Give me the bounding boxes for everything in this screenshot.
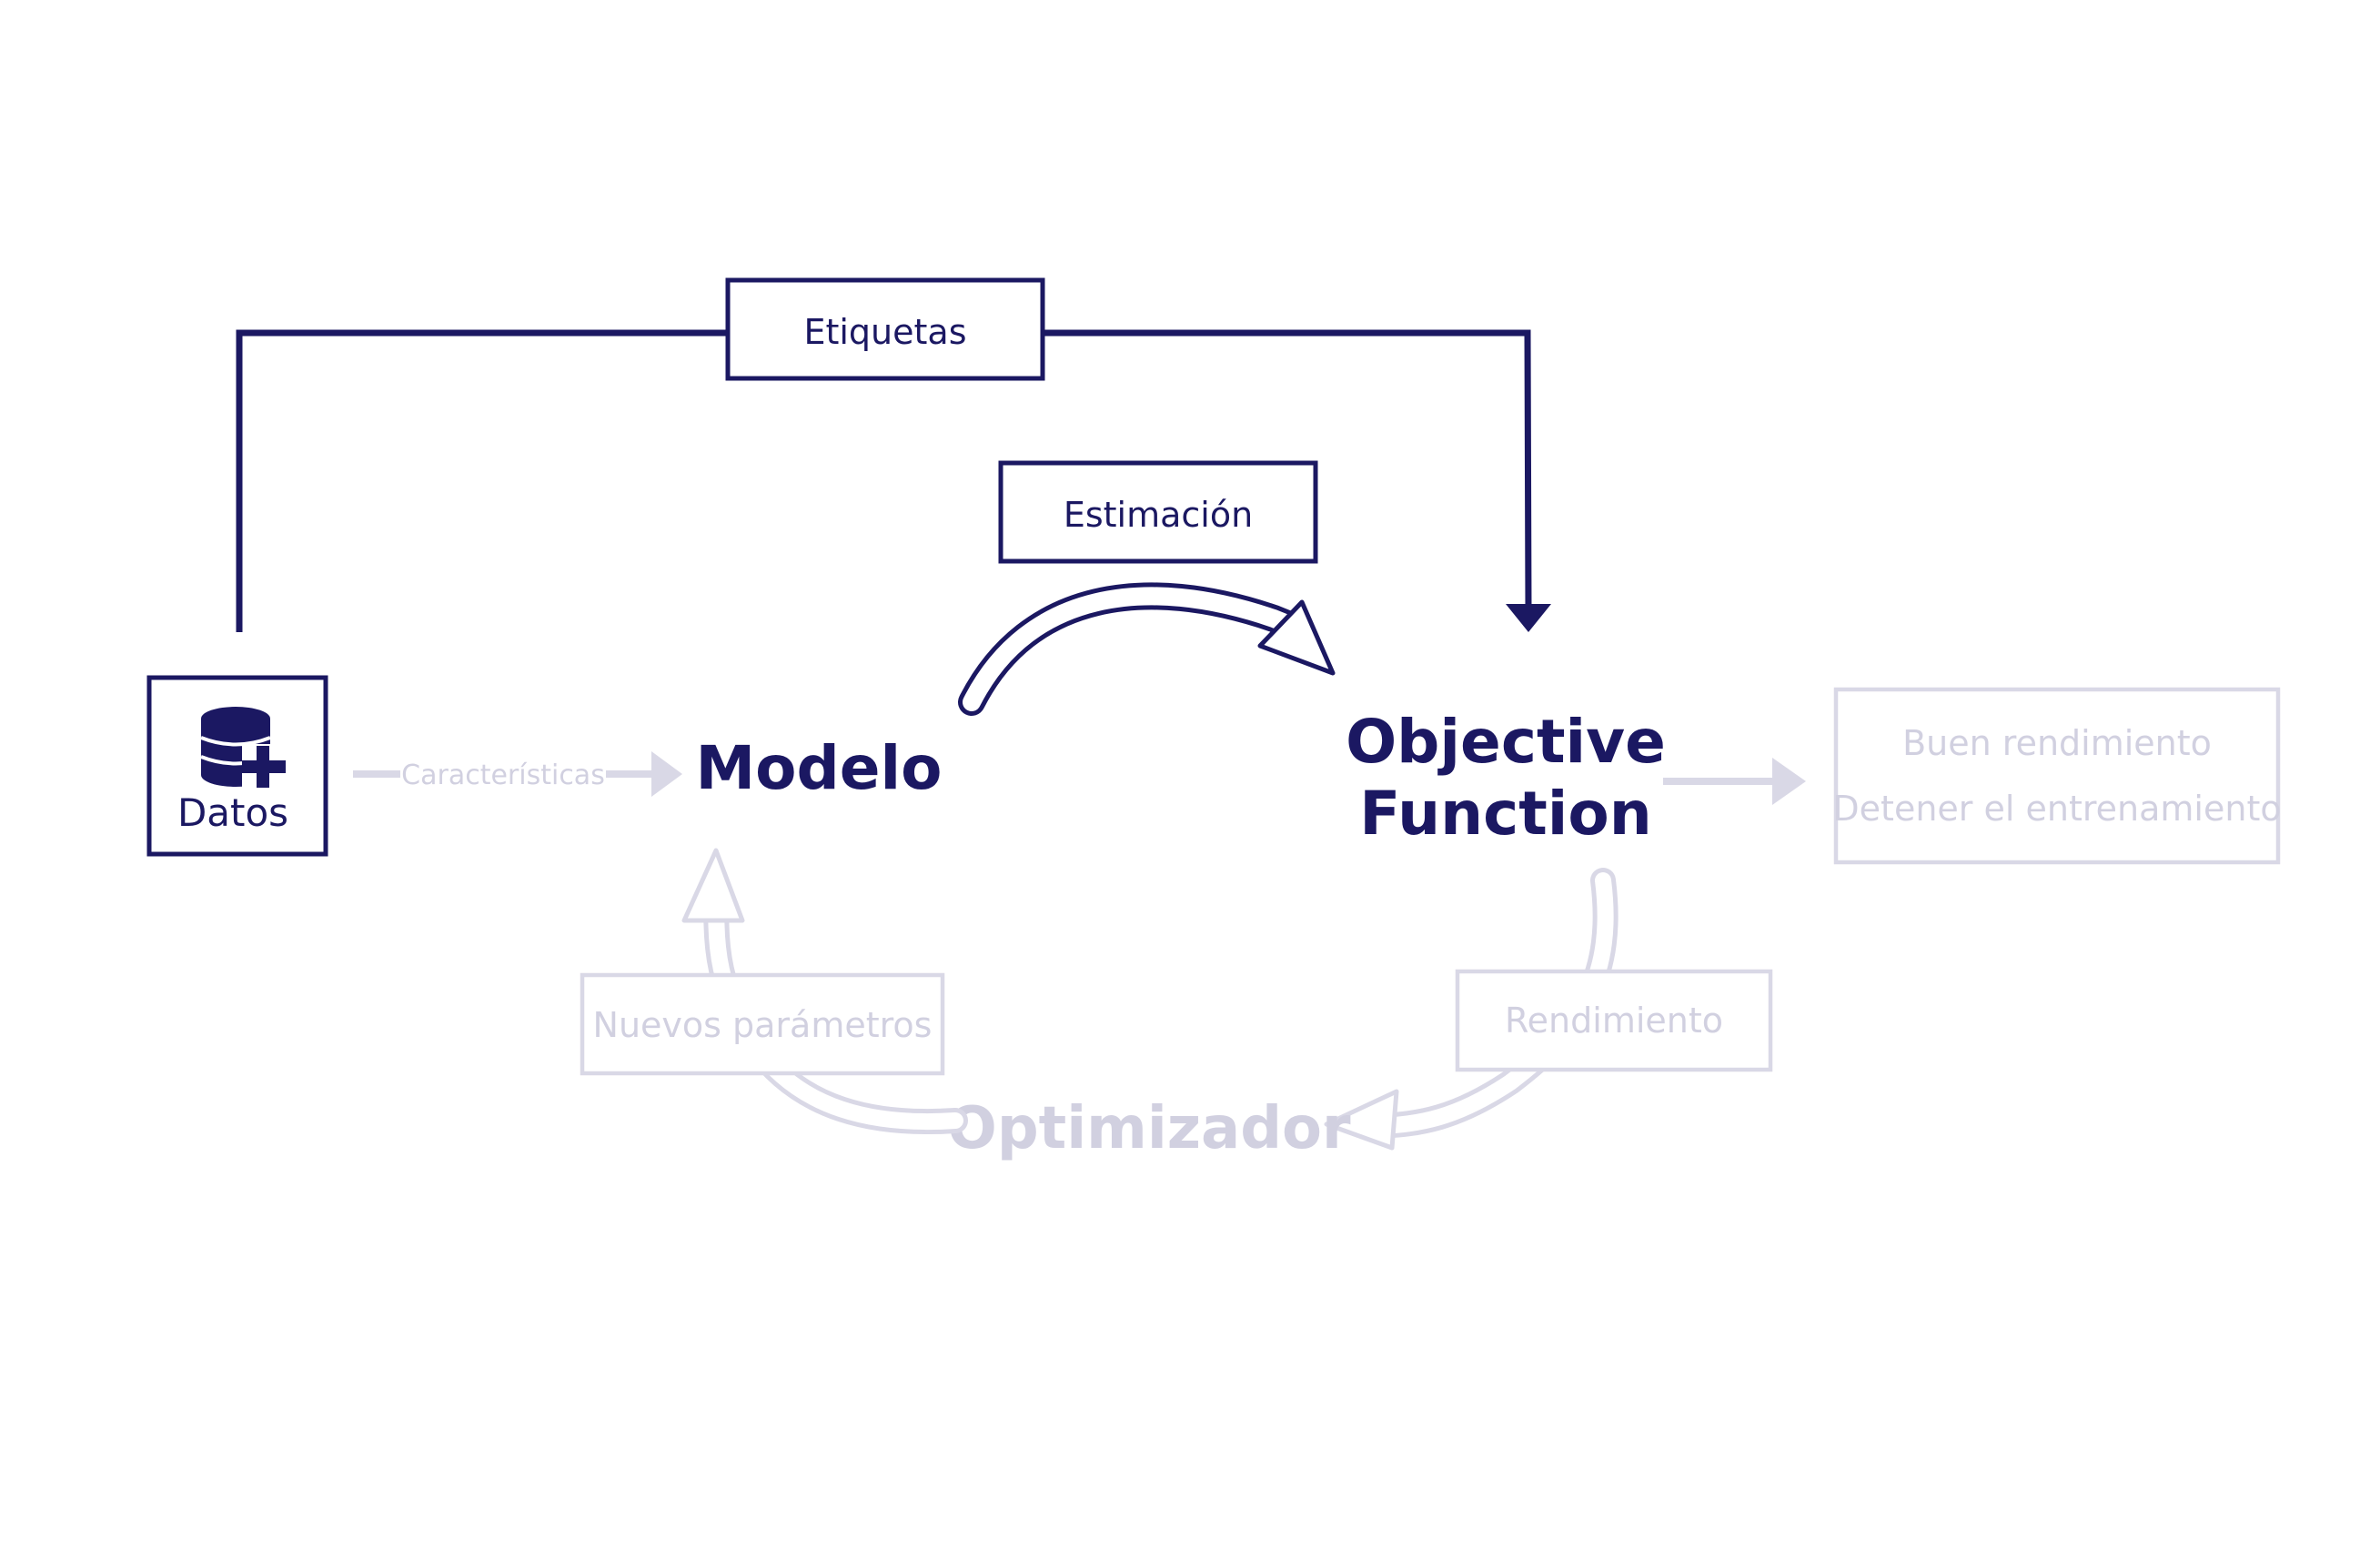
nuevos-parametros-box xyxy=(580,972,945,1076)
nuevos-parametros-label: Nuevos parámetros xyxy=(593,1005,933,1045)
rendimiento-label: Rendimiento xyxy=(1505,1001,1723,1041)
etiquetas-box xyxy=(725,277,1045,381)
labels-arrowhead xyxy=(1506,604,1551,632)
datos-label: Datos xyxy=(177,790,288,835)
features-arrowhead xyxy=(651,751,682,797)
rendimiento-box xyxy=(1455,969,1773,1072)
stop-criteria-box xyxy=(1833,687,2281,865)
optimizador-label: Optimizador xyxy=(947,1095,1351,1162)
objective-function-line2: Function xyxy=(1359,779,1651,849)
estimacion-label: Estimación xyxy=(1064,495,1253,535)
database-add-icon xyxy=(200,707,286,788)
estimation-curved-arrow xyxy=(958,582,1336,716)
modelo-label: Modelo xyxy=(696,733,943,803)
etiquetas-label: Etiquetas xyxy=(803,312,966,352)
estimacion-box xyxy=(998,460,1318,564)
caracteristicas-label: Características xyxy=(401,759,605,791)
detener-entrenamiento-label: Detener el entrenamiento xyxy=(1832,789,2281,829)
buen-rendimiento-label: Buen rendimiento xyxy=(1902,723,2212,763)
objective-function-line1: Objective xyxy=(1346,707,1666,777)
output-arrowhead xyxy=(1772,758,1806,805)
performance-curved-arrow xyxy=(1324,868,1619,1151)
